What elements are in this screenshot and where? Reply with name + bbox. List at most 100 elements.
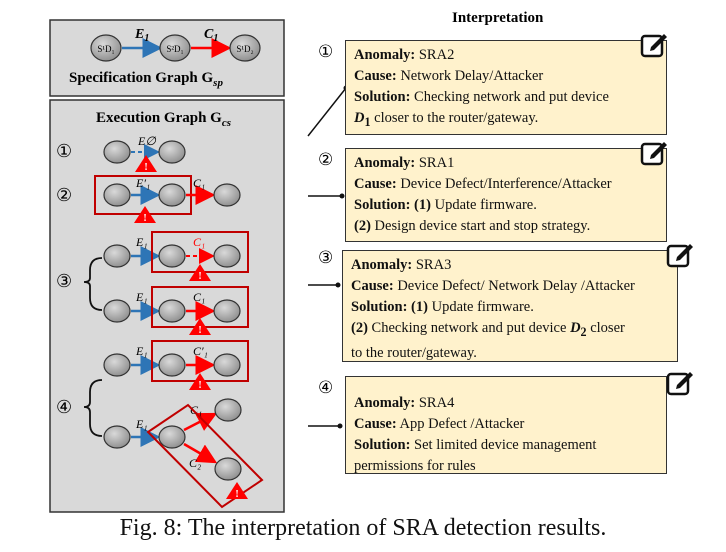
solution-value-2: Design device start and stop strategy. bbox=[374, 218, 591, 234]
anomaly-value: SRA3 bbox=[415, 257, 452, 273]
exec4b-node-b bbox=[158, 425, 186, 449]
anomaly-label: Anomaly: bbox=[354, 155, 416, 171]
solution-value-2: Checking network and put device bbox=[371, 320, 567, 336]
warning-icon: ! bbox=[135, 155, 157, 173]
exec2-node-c bbox=[213, 183, 241, 207]
solution-label: Solution: bbox=[354, 437, 411, 453]
exec4b-edge-e-label: E₁ bbox=[135, 417, 148, 431]
figure-caption: Fig. 8: The interpretation of SRA detect… bbox=[119, 515, 607, 541]
warning-icon: ! bbox=[189, 373, 211, 391]
card-marker-3: ③ bbox=[318, 248, 334, 268]
exec3b-node-c bbox=[213, 299, 241, 323]
exec4a-node-a bbox=[103, 353, 131, 377]
cause-label: Cause: bbox=[354, 68, 397, 84]
interpretation-card-3: Anomaly: SRA3 Cause: Device Defect/ Netw… bbox=[342, 250, 678, 362]
exec3a-node-c bbox=[213, 244, 241, 268]
exec3b-node-a bbox=[103, 299, 131, 323]
exec3a-node-a bbox=[103, 244, 131, 268]
interpretation-card-1: Anomaly: SRA2 Cause: Network Delay/Attac… bbox=[345, 40, 667, 135]
exec1-edge-label: E∅ bbox=[137, 134, 156, 148]
interpretation-card-4: Anomaly: SRA4 Cause: App Defect /Attacke… bbox=[345, 376, 667, 474]
exec1-node-a bbox=[103, 140, 131, 164]
svg-text:!: ! bbox=[198, 325, 201, 336]
svg-text:!: ! bbox=[144, 162, 147, 173]
anomaly-label: Anomaly: bbox=[354, 47, 416, 63]
svg-text:!: ! bbox=[198, 271, 201, 282]
svg-text:S²D₁: S²D₁ bbox=[166, 44, 183, 54]
edit-icon[interactable] bbox=[640, 138, 668, 166]
exec4b-edge-c1 bbox=[183, 412, 218, 432]
exec2-node-b bbox=[158, 183, 186, 207]
exec3b-edge-e-label: E₁ bbox=[135, 290, 148, 304]
exec3-brace bbox=[83, 257, 103, 311]
exec2-node-a bbox=[103, 183, 131, 207]
svg-text:S¹D₂: S¹D₂ bbox=[236, 44, 253, 54]
edit-icon[interactable] bbox=[666, 368, 694, 396]
interpretation-heading: Interpretation bbox=[452, 10, 544, 26]
warning-icon: ! bbox=[189, 318, 211, 336]
interpretation-card-2: Anomaly: SRA1 Cause: Device Defect/Inter… bbox=[345, 148, 667, 242]
svg-text:!: ! bbox=[235, 489, 238, 500]
exec4b-node-a bbox=[103, 425, 131, 449]
solution-value: Set limited device management bbox=[414, 437, 597, 453]
warning-icon: ! bbox=[226, 482, 248, 500]
cause-value: Network Delay/Attacker bbox=[400, 68, 544, 84]
exec-graph-title: Execution Graph Gcs bbox=[96, 110, 231, 129]
connector-1 bbox=[307, 87, 347, 137]
exec4b-edge-c1-label: C₁ bbox=[190, 403, 202, 417]
exec4a-edge-e-label: E₁ bbox=[135, 344, 148, 358]
device-sub: 1 bbox=[364, 114, 371, 129]
svg-text:!: ! bbox=[143, 213, 146, 224]
spec-node-1: S¹D₁ bbox=[90, 34, 122, 62]
card-marker-4: ④ bbox=[318, 378, 334, 398]
cause-value: Device Defect/Interference/Attacker bbox=[400, 176, 612, 192]
solution-label: Solution: bbox=[351, 299, 408, 315]
exec-marker-2: ② bbox=[56, 185, 72, 205]
spec-edge-e1-label: E1 bbox=[134, 27, 149, 44]
warning-icon: ! bbox=[134, 206, 156, 224]
exec2-edge-e-label: E′₁ bbox=[135, 176, 150, 190]
solution-num-1: (1) bbox=[411, 299, 428, 315]
anomaly-value: SRA1 bbox=[418, 155, 455, 171]
anomaly-value: SRA4 bbox=[418, 395, 455, 411]
edit-icon[interactable] bbox=[666, 240, 694, 268]
exec4b-edge-c2 bbox=[183, 442, 218, 464]
cause-label: Cause: bbox=[351, 278, 394, 294]
exec-marker-3: ③ bbox=[56, 271, 72, 291]
exec4a-node-c bbox=[213, 353, 241, 377]
exec4a-node-b bbox=[158, 353, 186, 377]
card-marker-2: ② bbox=[318, 150, 334, 170]
spec-node-3: S¹D₂ bbox=[229, 34, 261, 62]
exec4b-highlight bbox=[146, 403, 264, 509]
cause-value: App Defect /Attacker bbox=[399, 416, 525, 432]
exec4-brace bbox=[83, 379, 103, 437]
exec3b-edge-c-label: C₁ bbox=[193, 290, 205, 304]
card-marker-1: ① bbox=[318, 42, 334, 62]
exec4b-edge-c2-label: C₂ bbox=[189, 456, 201, 470]
svg-text:S¹D₁: S¹D₁ bbox=[97, 44, 114, 54]
edit-icon[interactable] bbox=[640, 30, 668, 58]
exec3b-node-b bbox=[158, 299, 186, 323]
solution-value: Checking network and put device bbox=[414, 89, 609, 105]
exec4b-node-d bbox=[214, 457, 242, 481]
spec-graph-title: Specification Graph Gsp bbox=[69, 70, 223, 89]
solution-tail: closer bbox=[590, 320, 625, 336]
solution-num-2: (2) bbox=[351, 320, 368, 336]
cause-label: Cause: bbox=[354, 416, 397, 432]
solution-continued: permissions for rules bbox=[354, 458, 476, 474]
exec2-edge-c-label: C₁ bbox=[193, 176, 205, 190]
solution-label: Solution: bbox=[354, 89, 411, 105]
exec1-node-b bbox=[158, 140, 186, 164]
anomaly-label: Anomaly: bbox=[351, 257, 413, 273]
solution-label: Solution: bbox=[354, 197, 411, 213]
exec3a-node-b bbox=[158, 244, 186, 268]
cause-value: Device Defect/ Network Delay /Attacker bbox=[397, 278, 635, 294]
exec-marker-4: ④ bbox=[56, 397, 72, 417]
solution-value: Update firmware. bbox=[434, 197, 537, 213]
exec3a-edge-e-label: E₁ bbox=[135, 235, 148, 249]
device-var: D bbox=[354, 110, 365, 126]
svg-text:!: ! bbox=[198, 380, 201, 391]
device-var: D bbox=[570, 320, 581, 336]
exec4a-edge-c-label: C′₁ bbox=[193, 344, 208, 358]
exec-marker-1: ① bbox=[56, 141, 72, 161]
